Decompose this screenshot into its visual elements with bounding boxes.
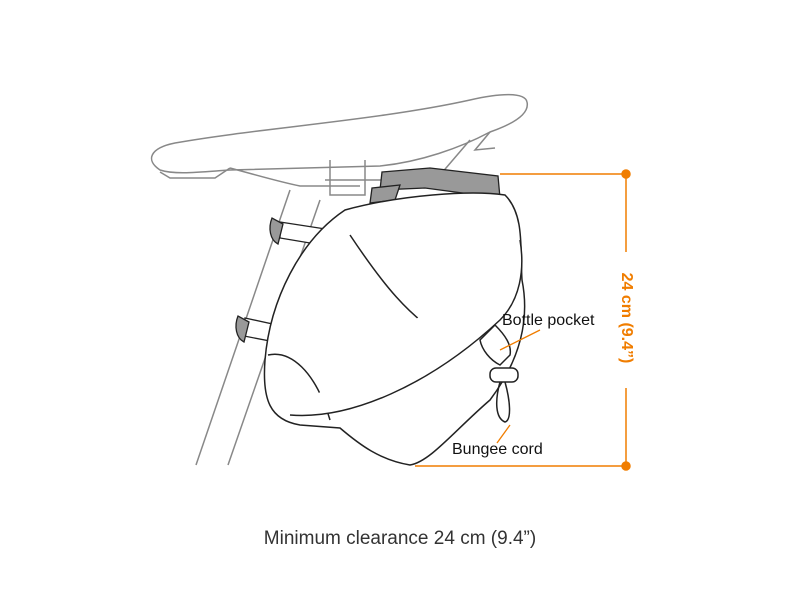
- bungee-cord-leader: [496, 424, 511, 444]
- callout-lines: [496, 329, 541, 444]
- bottle-pocket-leader: [499, 329, 541, 351]
- dimension-endpoint-top: [621, 169, 631, 179]
- bungee-cord-label: Bungee cord: [452, 441, 543, 458]
- caption: Minimum clearance 24 cm (9.4”): [263, 528, 537, 549]
- bag-body: [263, 192, 526, 466]
- saddle: [150, 93, 528, 196]
- clearance-dimension-label: 24 cm (9.4”): [618, 272, 635, 364]
- dimension-endpoint-bottom: [621, 461, 631, 471]
- dimension-lines: [415, 169, 631, 471]
- bottle-pocket-label: Bottle pocket: [502, 312, 595, 329]
